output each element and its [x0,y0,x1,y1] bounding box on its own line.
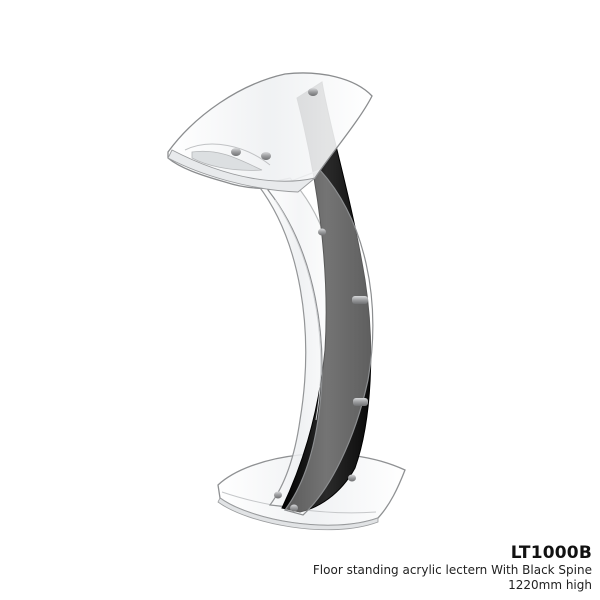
bolt [274,491,282,499]
black-spine [281,81,372,513]
bolt [261,152,271,160]
product-height: 1220mm high [508,578,592,592]
bolt [308,88,318,96]
front-acrylic-panel [267,169,374,516]
reading-desk [167,72,373,193]
product-caption: LT1000B Floor standing acrylic lectern W… [313,543,592,593]
bolt [290,504,298,512]
bolt [352,296,368,304]
bolt [231,148,241,156]
standoff-bolts [231,88,368,512]
product-code: LT1000B [510,543,592,563]
bolt [353,398,368,406]
bolt [348,474,356,482]
bolt [318,228,326,236]
product-description: Floor standing acrylic lectern With Blac… [312,563,592,577]
